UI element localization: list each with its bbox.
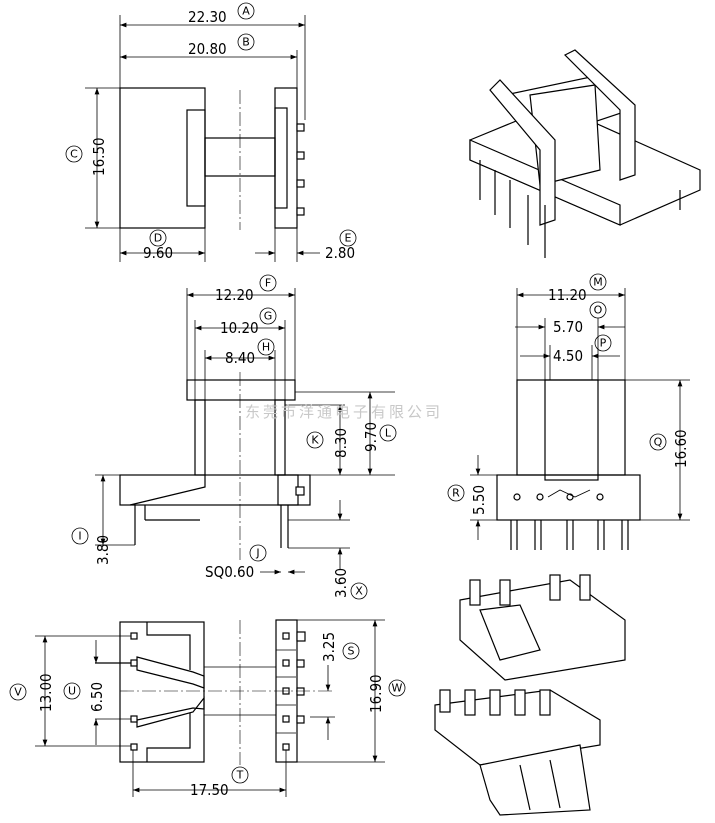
letter-h: H (257, 338, 275, 356)
letter-b: B (237, 33, 255, 51)
dimension-labels: 22.30 20.80 16.50 9.60 2.80 12.20 10.20 … (37, 8, 690, 799)
letter-l: L (379, 424, 397, 442)
svg-text:K: K (311, 434, 319, 447)
bottom-view (35, 619, 385, 797)
letter-o: O (589, 301, 607, 319)
letter-r: R (447, 484, 465, 502)
svg-text:B: B (242, 36, 250, 49)
letter-q: Q (649, 433, 667, 451)
letter-a: A (237, 2, 255, 20)
svg-text:F: F (265, 277, 271, 290)
dim-x-value: 3.60 (332, 568, 350, 598)
dim-h-value: 8.40 (225, 349, 255, 367)
letter-s: S (342, 642, 360, 660)
letter-m: M (589, 273, 607, 291)
svg-text:E: E (345, 232, 352, 245)
dim-j-value: SQ0.60 (205, 563, 254, 581)
dim-r-value: 5.50 (470, 485, 488, 515)
letter-k: K (306, 431, 324, 449)
dim-m-value: 11.20 (548, 286, 587, 304)
letter-f: F (259, 274, 277, 292)
dim-s-value: 3.25 (320, 632, 338, 662)
dim-u-value: 6.50 (88, 682, 106, 712)
letter-p: P (594, 334, 612, 352)
dim-d-value: 9.60 (143, 244, 173, 262)
front-view (95, 288, 395, 575)
dim-k-value: 8.30 (332, 428, 350, 458)
letter-v: V (9, 683, 27, 701)
letter-w: W (388, 679, 406, 697)
svg-text:S: S (348, 645, 355, 658)
isometric-assembled-view (469, 49, 701, 258)
dim-g-value: 10.20 (220, 319, 259, 337)
svg-text:R: R (452, 487, 460, 500)
svg-text:W: W (392, 682, 403, 695)
dim-l-value: 9.70 (362, 422, 380, 452)
dim-a-value: 22.30 (188, 8, 227, 26)
letter-j: J (249, 544, 267, 562)
isometric-exploded-view (434, 574, 626, 816)
dim-q-value: 16.60 (672, 429, 690, 468)
dim-o-value: 5.70 (553, 318, 583, 336)
dim-p-value: 4.50 (553, 347, 583, 365)
letter-u: U (63, 682, 81, 700)
letter-c: C (65, 145, 83, 163)
svg-text:M: M (593, 276, 603, 289)
letter-i: I (71, 527, 89, 545)
svg-text:I: I (78, 530, 81, 543)
svg-text:H: H (262, 341, 270, 354)
svg-text:P: P (600, 337, 607, 350)
letter-t: T (231, 766, 249, 784)
dim-t-value: 17.50 (190, 781, 229, 799)
svg-text:X: X (355, 585, 363, 598)
svg-text:J: J (255, 547, 259, 560)
svg-text:D: D (154, 232, 162, 245)
letter-g: G (259, 307, 277, 325)
svg-text:O: O (594, 304, 603, 317)
pins (296, 123, 305, 216)
svg-text:G: G (264, 310, 273, 323)
svg-text:L: L (385, 427, 392, 440)
dim-b-value: 20.80 (188, 40, 227, 58)
letter-e: E (339, 229, 357, 247)
svg-text:U: U (68, 685, 76, 698)
top-view (85, 15, 320, 262)
dim-e-value: 2.80 (325, 244, 355, 262)
dim-f-value: 12.20 (215, 286, 254, 304)
dim-v-value: 13.00 (37, 673, 55, 712)
dim-c-value: 16.50 (90, 137, 108, 176)
reference-letters: A B C D E F G H I J K L X M O P Q R S T … (9, 2, 667, 784)
svg-text:Q: Q (654, 436, 663, 449)
svg-text:T: T (236, 769, 244, 782)
svg-text:C: C (70, 148, 78, 161)
letter-d: D (149, 229, 167, 247)
svg-text:V: V (14, 686, 22, 699)
watermark-text: 东莞市洋通电子有限公司 (245, 403, 443, 421)
dim-i-value: 3.80 (94, 535, 112, 565)
dim-w-value: 16.90 (367, 674, 385, 713)
letter-x: X (350, 582, 368, 600)
side-view (470, 288, 690, 550)
svg-text:A: A (242, 5, 250, 18)
